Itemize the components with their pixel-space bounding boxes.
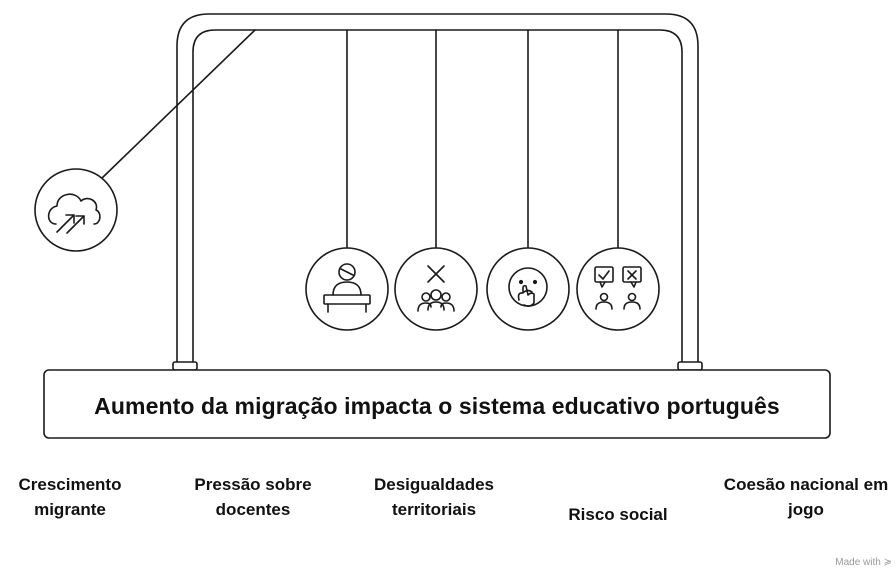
cradle-base (43, 369, 831, 439)
made-with-badge: Made with ≽ (835, 557, 892, 568)
label-risco-social: Risco social (568, 505, 668, 524)
opinion-bubbles-icon (576, 247, 660, 331)
teacher-at-desk-icon (305, 247, 389, 331)
label-crescimento-migrante: Crescimento migrante (18, 475, 122, 519)
label-pressao-sobre-docentes: Pressão sobre docentes (194, 475, 312, 519)
worried-face-icon (486, 247, 570, 331)
divided-group-icon (394, 247, 478, 331)
label-desigualdades-territoriais: Desigualdades territoriais (374, 475, 494, 519)
pendulum-strings (100, 29, 619, 249)
diagram-title: Aumento da migração impacta o sistema ed… (94, 392, 780, 419)
rising-cloud-arrows-icon (34, 168, 118, 252)
label-coesao-nacional: Coesão nacional em jogo (723, 475, 889, 519)
cradle-frame (172, 13, 703, 371)
